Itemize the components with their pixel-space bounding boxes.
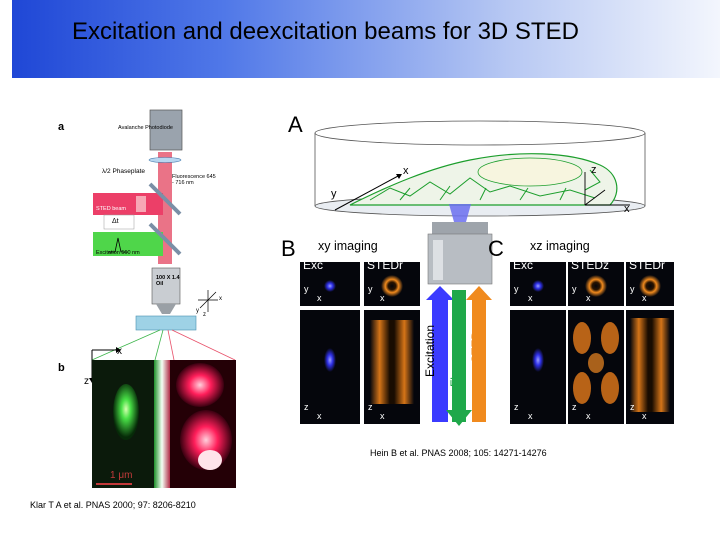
phaseplate	[136, 196, 146, 212]
cell-y-label: y	[331, 188, 337, 200]
C-stedz-x2: x	[586, 411, 591, 421]
cytoskeleton	[369, 169, 601, 201]
scale-bar-label: 1 μm	[110, 470, 133, 481]
C-stedz-x: x	[586, 293, 591, 303]
title-bar	[12, 0, 720, 78]
cell-z-label: z	[591, 164, 597, 176]
B-exc-x: x	[317, 293, 322, 303]
C-stedr-z: z	[630, 402, 635, 412]
B-sted-x: x	[380, 293, 385, 303]
delay-label: Δt	[112, 218, 119, 225]
C-stedz-y: y	[572, 284, 577, 294]
sted-arrow	[472, 298, 486, 422]
fluorescence-beam-label: Fluorescence	[448, 314, 462, 388]
objective-body	[151, 267, 181, 305]
excitation-beam-label: Excitation	[423, 324, 437, 378]
C-stedz-z: z	[572, 402, 577, 412]
red-fan-right	[171, 329, 236, 361]
objective-tip	[156, 304, 176, 314]
objective-label: 100 X 1.4 Oil	[156, 275, 180, 287]
C-exc-y: y	[514, 284, 519, 294]
C-stedr-x2: x	[642, 411, 647, 421]
right-citation: Hein B et al. PNAS 2008; 105: 14271-1427…	[370, 448, 547, 458]
C-stedr-caption-box: STEDr	[626, 256, 674, 276]
B-sted-x2: x	[380, 411, 385, 421]
excitation-label: Excitation 560 nm	[96, 250, 140, 256]
panel-C-label: C	[488, 236, 504, 261]
C-exc-caption-box: Exc	[510, 256, 566, 276]
phaseplate-label: λ/2 Phaseplate	[102, 168, 146, 175]
C-stedz-caption-box: STEDz	[568, 256, 624, 276]
image-z-label: z	[84, 376, 89, 387]
B-exc-caption-box: Exc	[300, 256, 360, 276]
panel-b-label: b	[58, 362, 65, 374]
dichroic-mirror-1	[148, 182, 182, 216]
left-citation: Klar T A et al. PNAS 2000; 97: 8206-8210	[30, 500, 196, 510]
excitation-arrow	[432, 298, 448, 422]
C-exc-x: x	[528, 293, 533, 303]
green-fan-left	[91, 329, 161, 361]
delay-box	[103, 214, 135, 230]
B-sted-caption: STEDr	[367, 258, 403, 272]
B-exc-caption: Exc	[303, 258, 324, 272]
objective-cap	[432, 222, 488, 234]
sted-beam-label: STED beam	[96, 206, 126, 212]
B-sted-z: z	[368, 402, 373, 412]
cell-outline	[349, 153, 618, 206]
C-stedr-caption: STEDr	[629, 258, 665, 272]
panel-B-label: B	[281, 236, 296, 261]
lens	[148, 157, 182, 163]
panel-A-label: A	[288, 112, 303, 137]
C-exc-x2: x	[528, 411, 533, 421]
setup-y-label: y	[196, 308, 199, 314]
B-sted-y: y	[368, 284, 373, 294]
green-fan-right	[154, 329, 164, 361]
panel-C-title: xz imaging	[530, 239, 590, 253]
cell-x-label: x	[403, 165, 409, 177]
dichroic-mirror-2	[148, 222, 182, 256]
fluorescence-arrow	[452, 290, 466, 422]
B-sted-caption-box: STEDr	[364, 256, 420, 276]
B-exc-z: z	[304, 402, 309, 412]
detector-box	[149, 109, 183, 151]
sted-beam-label-right: STED	[469, 331, 483, 364]
image-x-label: x	[117, 346, 122, 357]
C-stedz-caption: STEDz	[571, 258, 610, 272]
C-stedr-y: y	[630, 284, 635, 294]
setup-x-label: x	[219, 296, 222, 302]
cell-nucleus	[477, 157, 583, 187]
B-exc-y: y	[304, 284, 309, 294]
axis-y	[199, 291, 217, 309]
fluorescence-label: Fluorescence 645 - 716 nm	[172, 174, 216, 186]
excitation-pulse	[108, 237, 128, 253]
C-stedr-x: x	[642, 293, 647, 303]
C-exc-z: z	[514, 402, 519, 412]
transition-stripe	[154, 360, 170, 488]
detector-label: Avalanche Photodiode	[118, 125, 173, 131]
cell-x2-label: x	[624, 203, 630, 215]
dish-top	[314, 120, 646, 146]
panel-B-title: xy imaging	[318, 239, 378, 253]
C-exc-caption: Exc	[513, 258, 534, 272]
focal-cone	[449, 204, 471, 222]
red-fan-left	[167, 329, 175, 361]
panel-a-label: a	[58, 121, 65, 133]
B-exc-x2: x	[317, 411, 322, 421]
setup-z-label: z	[203, 312, 206, 318]
slide-title: Excitation and deexcitation beams for 3D…	[72, 18, 579, 45]
sample-slide	[135, 315, 197, 331]
